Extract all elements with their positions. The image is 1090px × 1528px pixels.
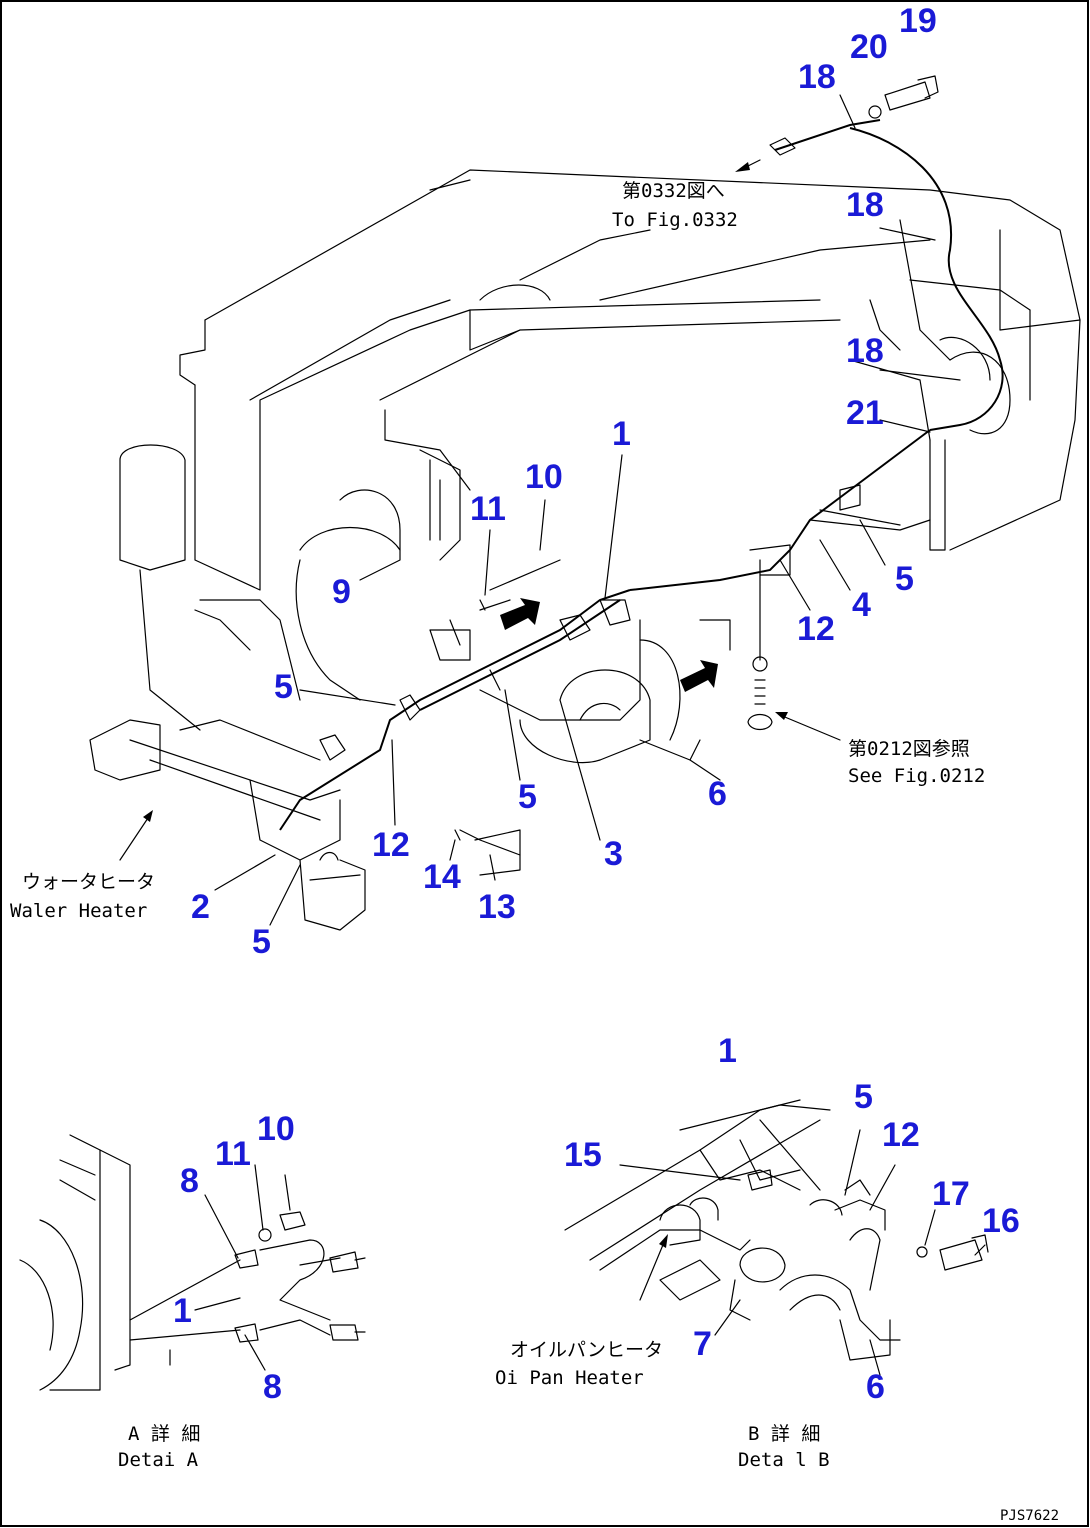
callout-19: 19 (899, 2, 937, 40)
callout-15: 15 (564, 1136, 602, 1174)
arrow-see-0212 (779, 714, 841, 741)
caption-fig0332-jp: 第0332図へ (622, 180, 725, 202)
callout-8-detail-a-top: 8 (180, 1162, 199, 1200)
drawing-code: PJS7622 (1000, 1508, 1059, 1524)
callout-8-detail-a-bottom: 8 (263, 1368, 282, 1406)
captions: 第0332図へ To Fig.0332 第0212図参照 See Fig.021… (10, 180, 1059, 1524)
callout-6-main: 6 (708, 775, 727, 813)
caption-detail-b-en: Deta l B (738, 1449, 830, 1471)
callout-10-detail-a: 10 (257, 1110, 295, 1148)
callout-18-mid: 18 (846, 186, 884, 224)
caption-detail-a-en: Detai A (118, 1449, 199, 1471)
callout-10-main: 10 (525, 458, 563, 496)
callout-12-left: 12 (372, 826, 410, 864)
engine-assembly (89, 169, 1081, 931)
heater-harness (279, 119, 1004, 876)
callout-16: 16 (982, 1202, 1020, 1240)
arrow-oil-pan-heater (639, 1239, 666, 1301)
callout-7: 7 (693, 1325, 712, 1363)
callout-3: 3 (604, 835, 623, 873)
callout-5-right: 5 (895, 560, 914, 598)
caption-fig0212-en: See Fig.0212 (848, 765, 985, 787)
callout-17: 17 (932, 1175, 970, 1213)
callout-21: 21 (846, 394, 884, 432)
callout-9: 9 (332, 573, 351, 611)
caption-detail-a-jp: A 詳 細 (128, 1423, 200, 1445)
callout-1-main: 1 (612, 415, 631, 453)
callout-14: 14 (423, 858, 461, 896)
leader-lines (214, 94, 961, 926)
callout-11-main: 11 (470, 490, 506, 528)
detail-b-drawing (564, 1099, 986, 1376)
caption-water-heater-jp: ウォータヒータ (22, 871, 155, 893)
callout-1-detail-b: 1 (718, 1032, 737, 1070)
callout-5-center: 5 (518, 778, 537, 816)
callout-12-detail-b: 12 (882, 1116, 920, 1154)
callout-20: 20 (850, 28, 888, 66)
callout-2: 2 (191, 888, 210, 926)
arrow-a-marker (500, 598, 540, 630)
callout-18-low: 18 (846, 332, 884, 370)
callout-6-detail-b: 6 (866, 1368, 885, 1406)
fasteners (747, 75, 989, 1271)
callout-5-detail-b: 5 (854, 1078, 873, 1116)
caption-water-heater-en: Waler Heater (10, 900, 147, 922)
callout-1-detail-a: 1 (173, 1292, 192, 1330)
arrow-water-heater (119, 814, 151, 861)
callout-13: 13 (478, 888, 516, 926)
detail-a-drawing (19, 1134, 366, 1391)
arrow-b-marker (680, 660, 718, 692)
callout-5-bottom: 5 (252, 923, 271, 961)
caption-oil-pan-heater-jp: オイルパンヒータ (510, 1339, 663, 1361)
callout-labels: 19 20 18 18 18 21 1 10 11 9 5 5 5 5 4 12… (173, 2, 1020, 1406)
caption-detail-b-jp: B 詳 細 (748, 1423, 820, 1445)
callout-12-right: 12 (797, 610, 835, 648)
callout-4: 4 (852, 586, 871, 624)
caption-fig0332-en: To Fig.0332 (612, 209, 738, 231)
callout-18-top: 18 (798, 58, 836, 96)
caption-oil-pan-heater-en: Oi Pan Heater (495, 1367, 644, 1389)
caption-fig0212-jp: 第0212図参照 (848, 738, 970, 760)
callout-5-left: 5 (274, 668, 293, 706)
callout-11-detail-a: 11 (215, 1135, 251, 1173)
